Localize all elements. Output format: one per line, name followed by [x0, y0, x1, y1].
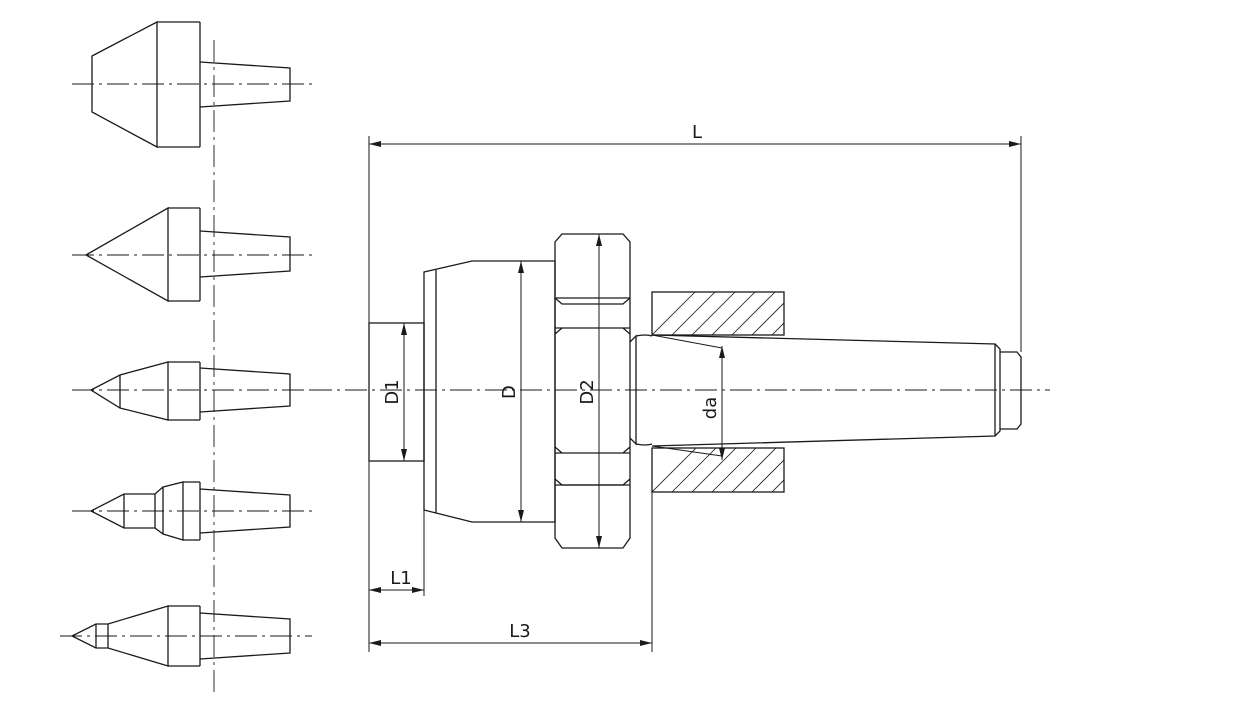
label-L1: L1 — [390, 568, 411, 589]
tip-variant-stepped-point — [72, 481, 312, 541]
spindle-socket-section — [651, 291, 785, 493]
label-L3: L3 — [509, 621, 530, 642]
tip-variant-large-cone — [72, 206, 312, 303]
label-D2: D2 — [577, 379, 598, 404]
label-da: da — [700, 397, 721, 419]
dimension-L: L — [369, 122, 1021, 147]
tip-variant-truncated-cone — [72, 20, 312, 149]
tip-variants — [60, 20, 312, 692]
tip-variant-pointed-cone — [72, 361, 312, 421]
morse-taper-shank — [651, 334, 1022, 447]
label-L: L — [692, 122, 702, 143]
label-D: D — [499, 385, 520, 399]
dimension-D2: D2 — [577, 234, 602, 548]
dimension-da: da — [700, 346, 725, 460]
label-D1: D1 — [382, 379, 403, 404]
dimension-L3: L3 — [369, 621, 652, 646]
dimension-L1: L1 — [369, 568, 424, 593]
tip-variant-pilot-point — [60, 605, 312, 667]
flange-nut — [554, 233, 631, 549]
live-center-main-view: L L1 L3 D1 D D2 da — [310, 122, 1050, 652]
dimension-D1: D1 — [382, 323, 407, 461]
body — [423, 260, 556, 523]
dimension-D: D — [499, 261, 524, 522]
